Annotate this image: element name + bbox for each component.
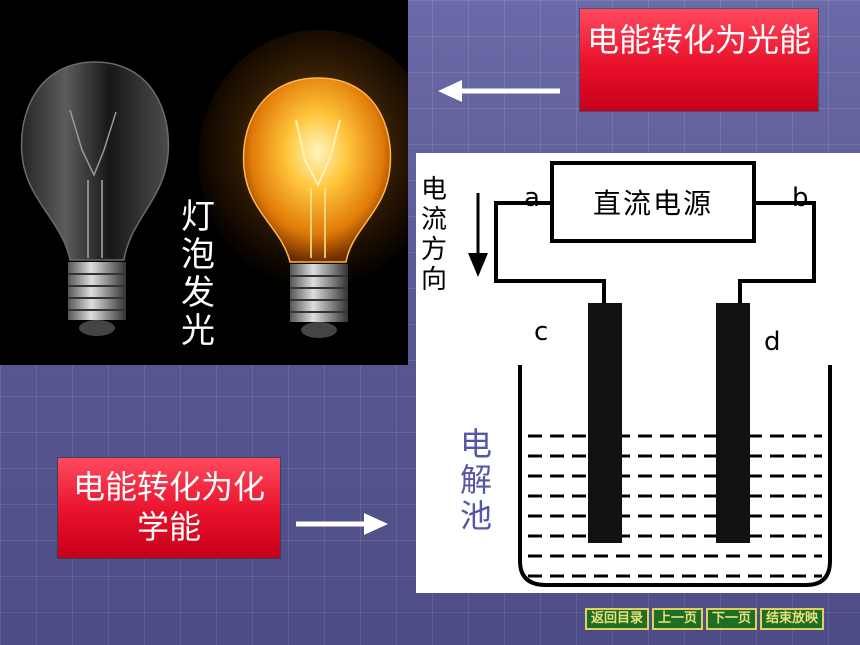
dc-power-label: 直流电源 [592, 187, 713, 220]
terminal-b-label: b [792, 183, 809, 213]
prev-page-button[interactable]: 上一页 [652, 608, 704, 630]
light-bulb-photo: 灯泡发光 [0, 0, 438, 365]
right-arrow-icon [296, 513, 388, 535]
electric-to-light-box: 电能转化为光能 [580, 9, 818, 111]
left-arrow-icon [438, 80, 560, 102]
unlit-bulb [20, 61, 170, 336]
terminal-a-label: a [524, 183, 540, 213]
slide-nav: 返回目录 上一页 下一页 结束放映 [585, 608, 825, 630]
electrode-c-label: c [534, 317, 549, 347]
back-to-contents-button[interactable]: 返回目录 [585, 608, 650, 630]
electrolysis-circuit [468, 161, 832, 587]
current-direction-label: 电流方向 [421, 175, 448, 295]
electrode-c [588, 303, 622, 543]
electrode-d [716, 303, 750, 543]
end-show-button[interactable]: 结束放映 [760, 608, 825, 630]
light-bulbs-image [20, 30, 438, 338]
next-page-button[interactable]: 下一页 [706, 608, 758, 630]
lit-bulb [198, 30, 438, 338]
electrode-d-label: d [764, 327, 781, 357]
electrolysis-diagram: 直流电源 a b c d 电流方向 [416, 153, 860, 593]
electric-to-chemical-box: 电能转化为化学能 [58, 458, 280, 558]
bulb-glow-label: 灯泡发光 [181, 197, 215, 351]
electrolytic-cell-label: 电解池 [459, 425, 492, 535]
